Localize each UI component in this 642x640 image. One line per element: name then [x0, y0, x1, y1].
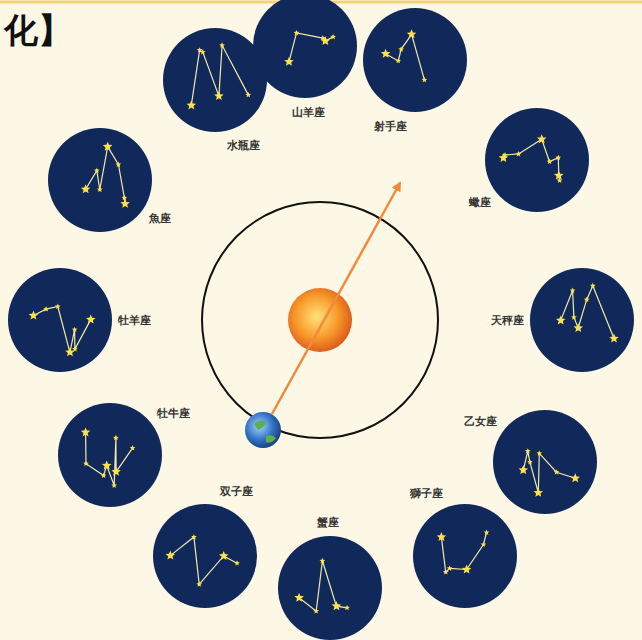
sun	[288, 288, 352, 352]
heading-fragment: 化】	[4, 8, 72, 54]
constellation-circle: 山羊座	[253, 0, 357, 98]
earth	[245, 412, 281, 448]
constellation-circle: 蟹座	[278, 536, 382, 640]
constellation-disc	[485, 108, 589, 212]
constellation-circle: 射手座	[363, 8, 467, 112]
constellation-name: 射手座	[374, 119, 407, 134]
constellation-circle: 牡牛座	[58, 403, 162, 507]
constellation-disc	[530, 268, 634, 372]
constellation-name: 魚座	[149, 211, 171, 226]
constellation-disc	[163, 28, 267, 132]
constellation-circle: 魚座	[48, 128, 152, 232]
constellation-disc	[153, 504, 257, 608]
constellation-circle: 水瓶座	[163, 28, 267, 132]
constellation-circle: 双子座	[153, 504, 257, 608]
constellation-name: 水瓶座	[227, 138, 260, 153]
constellation-disc	[8, 268, 112, 372]
constellation-disc	[48, 128, 152, 232]
constellation-circle: 蠍座	[485, 108, 589, 212]
constellation-name: 蟹座	[317, 515, 339, 530]
constellation-disc	[493, 410, 597, 514]
constellation-name: 双子座	[220, 484, 253, 499]
sight-arrow	[272, 183, 400, 414]
constellation-circle: 獅子座	[413, 504, 517, 608]
constellation-name: 牡牛座	[157, 406, 190, 421]
constellation-disc	[253, 0, 357, 98]
constellation-disc	[58, 403, 162, 507]
constellation-disc	[363, 8, 467, 112]
constellation-circle: 牡羊座	[8, 268, 112, 372]
constellation-name: 天秤座	[491, 313, 524, 328]
constellation-name: 山羊座	[292, 105, 325, 120]
earth-orbit	[202, 202, 438, 438]
constellation-name: 乙女座	[464, 414, 497, 429]
constellation-circle: 乙女座	[493, 410, 597, 514]
constellation-name: 蠍座	[469, 195, 491, 210]
constellation-name: 牡羊座	[118, 313, 151, 328]
constellation-circle: 天秤座	[530, 268, 634, 372]
earth-land	[254, 420, 276, 442]
constellation-name: 獅子座	[410, 486, 443, 501]
constellation-disc	[413, 504, 517, 608]
constellation-disc	[278, 536, 382, 640]
